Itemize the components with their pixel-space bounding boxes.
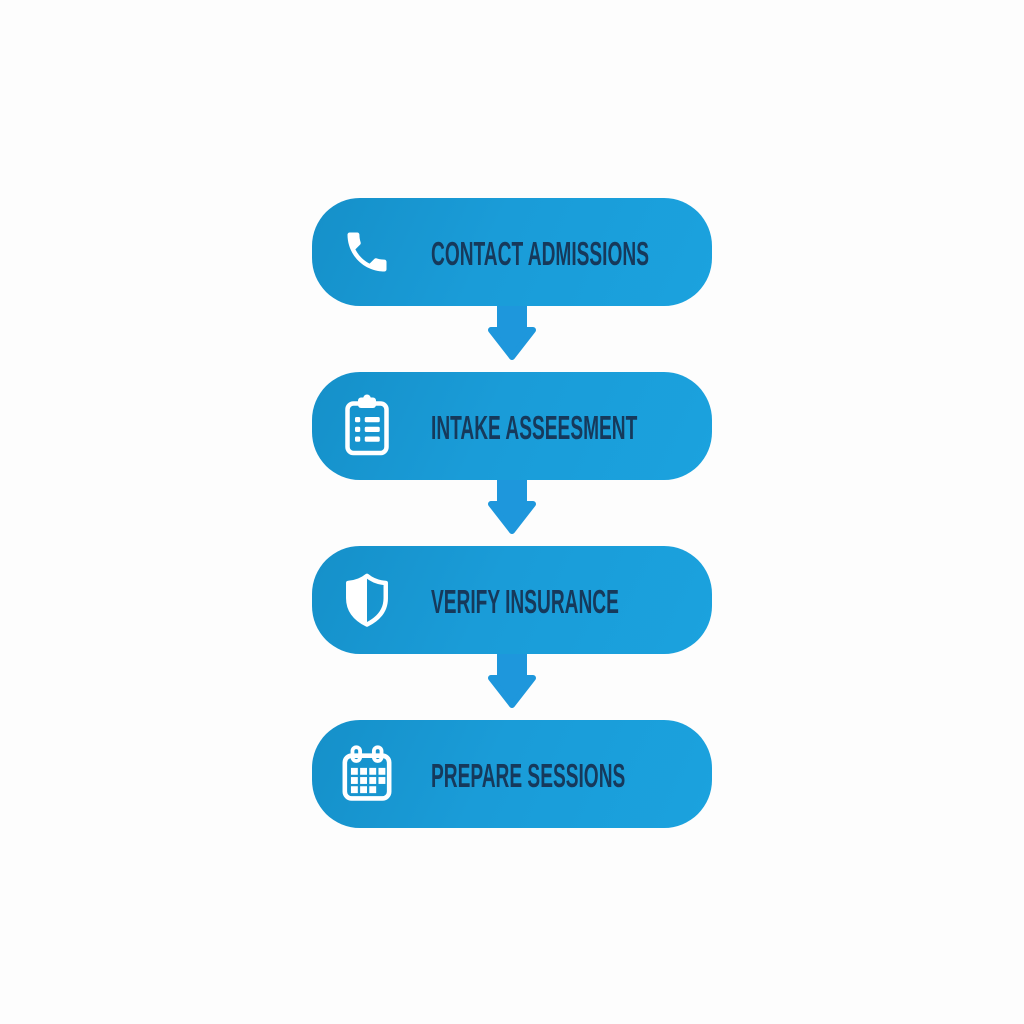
admissions-flowchart: CONTACT ADMISSIONS [312,198,712,828]
flow-connector [312,480,712,546]
arrow-down-icon [488,480,536,534]
shield-icon [340,565,394,635]
arrow-down-icon [488,306,536,360]
step-label-contact-admissions: CONTACT ADMISSIONS [431,234,649,272]
phone-icon [340,217,394,287]
step-intake-assessment: INTAKE ASSEESMENT [312,372,712,480]
flow-connector [312,654,712,720]
step-label-verify-insurance: VERIFY INSURANCE [431,582,619,620]
step-contact-admissions: CONTACT ADMISSIONS [312,198,712,306]
clipboard-icon [340,391,394,461]
step-prepare-sessions: PREPARE SESSIONS [312,720,712,828]
arrow-down-icon [488,654,536,708]
step-label-intake-assessment: INTAKE ASSEESMENT [431,408,638,446]
calendar-icon [340,739,394,809]
step-verify-insurance: VERIFY INSURANCE [312,546,712,654]
step-label-prepare-sessions: PREPARE SESSIONS [431,756,626,794]
flow-connector [312,306,712,372]
